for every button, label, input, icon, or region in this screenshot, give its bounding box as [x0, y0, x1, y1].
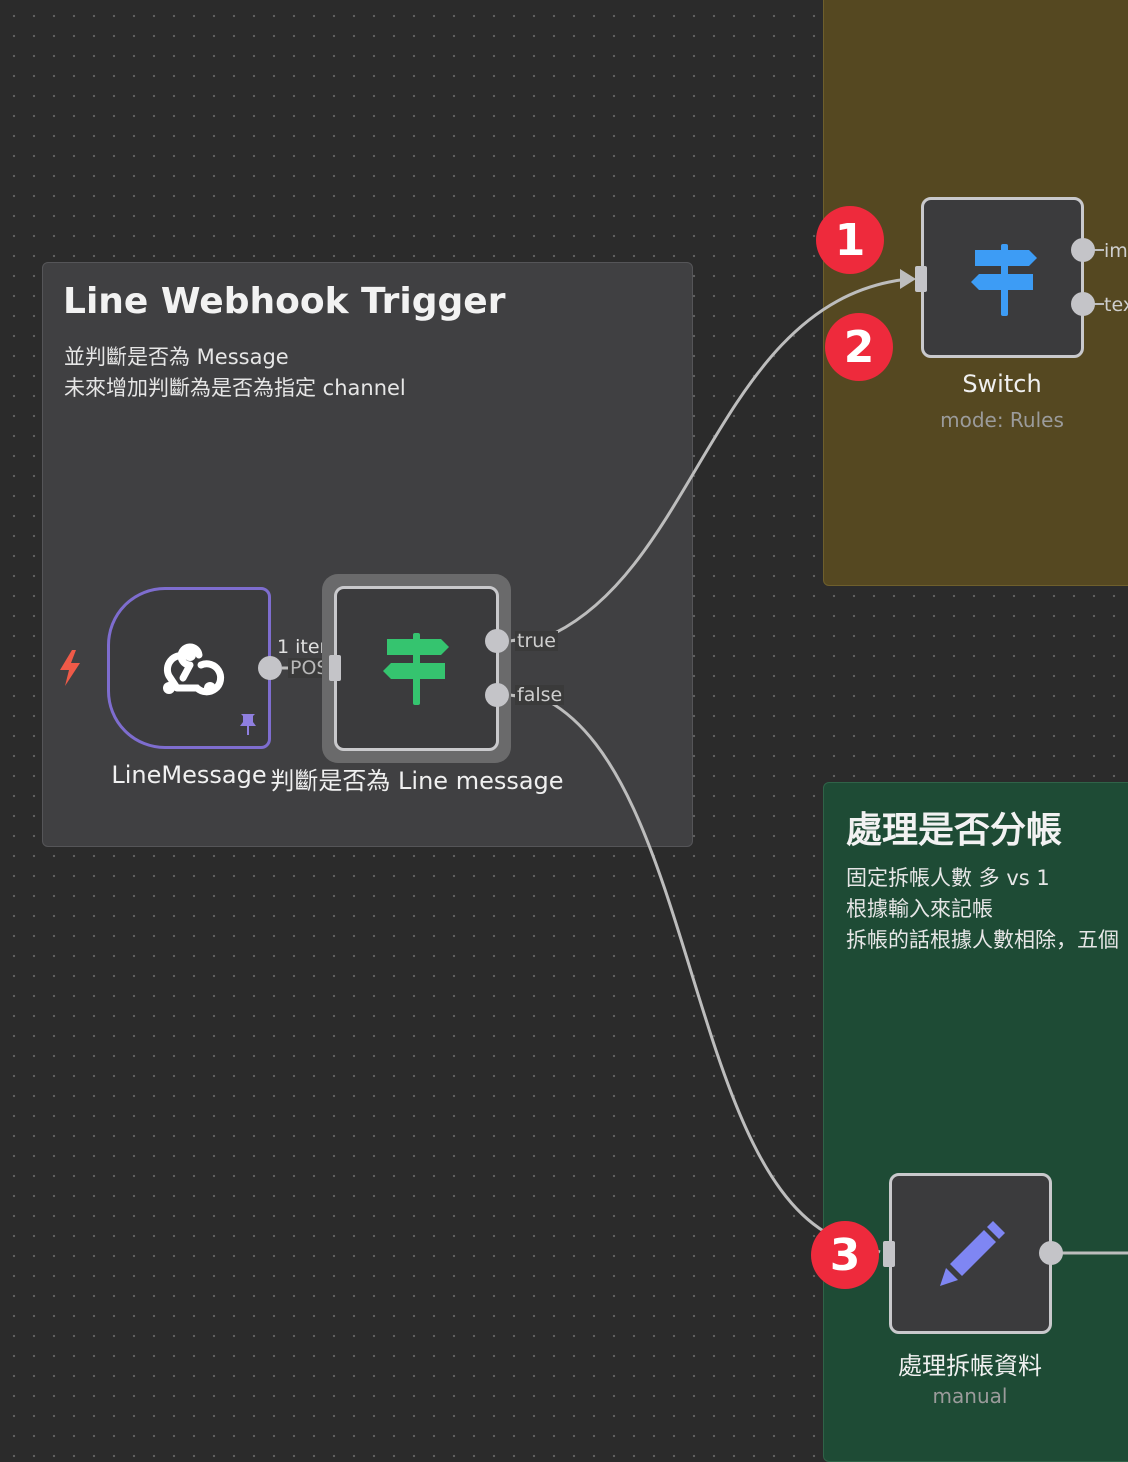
- node-line-message[interactable]: [107, 587, 271, 749]
- pencil-icon: [936, 1220, 1006, 1294]
- arrow-head: [900, 269, 916, 289]
- node-split-data[interactable]: [889, 1173, 1052, 1334]
- sticky-line: 固定拆帳人數 多 vs 1: [846, 866, 1050, 890]
- webhook-icon: [155, 635, 225, 707]
- trigger-lightning-icon: [58, 650, 82, 690]
- sticky-line: 根據輸入來記帳: [846, 897, 993, 921]
- input-port[interactable]: [915, 266, 927, 292]
- step-badge-3: 3: [811, 1221, 879, 1289]
- sticky-title: 處理是否分帳: [846, 810, 1063, 851]
- output-port-text[interactable]: [1071, 292, 1095, 316]
- output-label-false: false: [515, 684, 565, 706]
- node-label: LineMessage: [111, 761, 267, 789]
- output-port-true[interactable]: [485, 629, 509, 653]
- sticky-note-split[interactable]: 處理是否分帳 固定拆帳人數 多 vs 1 根據輸入來記帳 拆帳的話根據人數相除，…: [823, 782, 1128, 1462]
- step-badge-1: 1: [816, 206, 884, 274]
- output-label-true: true: [515, 630, 558, 652]
- signpost-icon: [971, 244, 1037, 320]
- connection-true-to-switch[interactable]: [509, 277, 909, 643]
- node-label: 判斷是否為 Line message: [270, 767, 564, 795]
- sticky-body: 固定拆帳人數 多 vs 1 根據輸入來記帳 拆帳的話根據人數相除，五個: [846, 863, 1119, 956]
- signpost-icon: [383, 633, 449, 709]
- output-port-image[interactable]: [1071, 238, 1095, 262]
- output-label-text: text: [1104, 294, 1128, 316]
- output-label-image: image: [1104, 240, 1128, 262]
- pin-icon[interactable]: [238, 712, 258, 740]
- node-subtitle: manual: [932, 1384, 1008, 1408]
- sticky-line: 未來增加判斷為是否為指定 channel: [64, 376, 406, 400]
- output-port[interactable]: [1039, 1241, 1063, 1265]
- output-port-false[interactable]: [485, 683, 509, 707]
- sticky-line: 並判斷是否為 Message: [64, 345, 289, 369]
- node-subtitle: mode: Rules: [940, 408, 1064, 432]
- node-label: Switch: [962, 370, 1042, 398]
- output-port[interactable]: [258, 656, 282, 680]
- sticky-body: 並判斷是否為 Message 未來增加判斷為是否為指定 channel: [64, 342, 406, 404]
- connection-false-to-split[interactable]: [509, 693, 881, 1254]
- sticky-title: Line Webhook Trigger: [63, 281, 506, 322]
- node-label: 處理拆帳資料: [898, 1352, 1042, 1380]
- input-port[interactable]: [883, 1241, 895, 1267]
- sticky-line: 拆帳的話根據人數相除，五個: [846, 928, 1119, 952]
- connection-method-label: POST: [288, 658, 330, 678]
- node-is-line-message[interactable]: [334, 586, 499, 751]
- step-badge-2: 2: [825, 313, 893, 381]
- input-port[interactable]: [329, 655, 341, 681]
- node-switch[interactable]: [921, 197, 1084, 358]
